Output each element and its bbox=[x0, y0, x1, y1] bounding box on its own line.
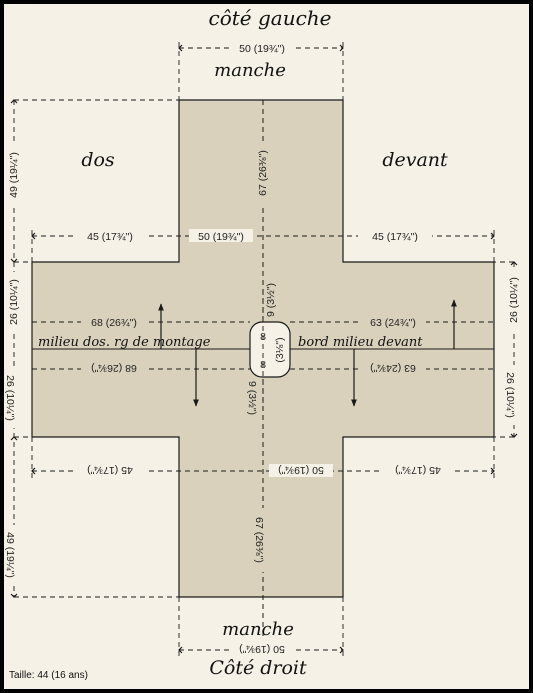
dim-back-side-bottom: 45 (17¾") bbox=[87, 464, 133, 476]
dim-front-half-bottom: 63 (24¾") bbox=[370, 362, 416, 374]
dim-neck-width: (3⅛") bbox=[274, 337, 286, 362]
dim-back-side-top: 45 (17¾") bbox=[87, 231, 133, 243]
dim-left-height-top: 49 (19¼") bbox=[8, 152, 20, 198]
pattern-sheet: côté gauche manche dos devant milieu dos… bbox=[4, 4, 529, 689]
knitting-schematic: côté gauche manche dos devant milieu dos… bbox=[4, 6, 520, 681]
sleeve-label-bottom: manche bbox=[222, 619, 294, 640]
dim-sleeve-length-top: 67 (26⅜") bbox=[257, 150, 269, 196]
dim-body-width-bottom: 50 (19¾") bbox=[278, 464, 324, 476]
front-label: devant bbox=[382, 149, 448, 171]
dim-left-body-top: 26 (10¼") bbox=[8, 279, 20, 325]
dim-body-width-top: 50 (19¾") bbox=[198, 231, 244, 243]
dim-sleeve-width-top: 50 (19¾") bbox=[239, 43, 285, 55]
dim-neck-top: 9 (3½") bbox=[265, 283, 277, 317]
dim-neck-half-top: 8 bbox=[260, 331, 266, 343]
sleeve-label-top: manche bbox=[214, 60, 286, 81]
back-label: dos bbox=[81, 149, 115, 171]
dim-front-half-top: 63 (24¾") bbox=[370, 317, 416, 329]
dim-sleeve-length-bottom: 67 (26⅜") bbox=[253, 517, 265, 563]
rotated-dimension-labels: 67 (26⅜") 9 (3½") (3⅛") 49 (19¼") 26 (10… bbox=[7, 141, 520, 363]
dim-back-half-bottom: 68 (26¾") bbox=[91, 362, 137, 374]
dimension-ticks bbox=[10, 44, 518, 654]
bottom-title: Côté droit bbox=[209, 657, 307, 679]
dim-left-height-bottom: 49 (19¼") bbox=[4, 532, 16, 578]
top-title: côté gauche bbox=[209, 6, 332, 30]
dim-back-half-top: 68 (26¾") bbox=[91, 317, 137, 329]
dim-neck-bottom: 9 (3½") bbox=[246, 381, 258, 415]
inverted-dimension-labels: 68 (26¾") 63 (24¾") 45 (17¾") 50 (19¾") … bbox=[4, 362, 517, 656]
center-front-label: bord milieu devant bbox=[298, 335, 423, 350]
dim-left-body-bottom: 26 (10¼") bbox=[4, 375, 16, 421]
dim-right-body-bottom: 26 (10¼") bbox=[504, 372, 516, 418]
dim-front-side-bottom: 45 (17¾") bbox=[395, 464, 441, 476]
dim-neck-half-bottom: 8 bbox=[260, 359, 266, 371]
grain-arrows bbox=[158, 299, 457, 407]
dim-right-body-top: 26 (10¼") bbox=[508, 277, 520, 323]
dim-sleeve-width-bottom: 50 (19¾") bbox=[239, 643, 285, 655]
size-caption: Taille: 44 (16 ans) bbox=[9, 670, 88, 681]
neck-opening bbox=[249, 321, 291, 378]
dim-front-side-top: 45 (17¾") bbox=[372, 231, 418, 243]
dimension-labels: 50 (19¾") 45 (17¾") 50 (19¾") 45 (17¾") … bbox=[73, 41, 432, 371]
center-back-label: milieu dos. rg de montage bbox=[38, 335, 211, 350]
